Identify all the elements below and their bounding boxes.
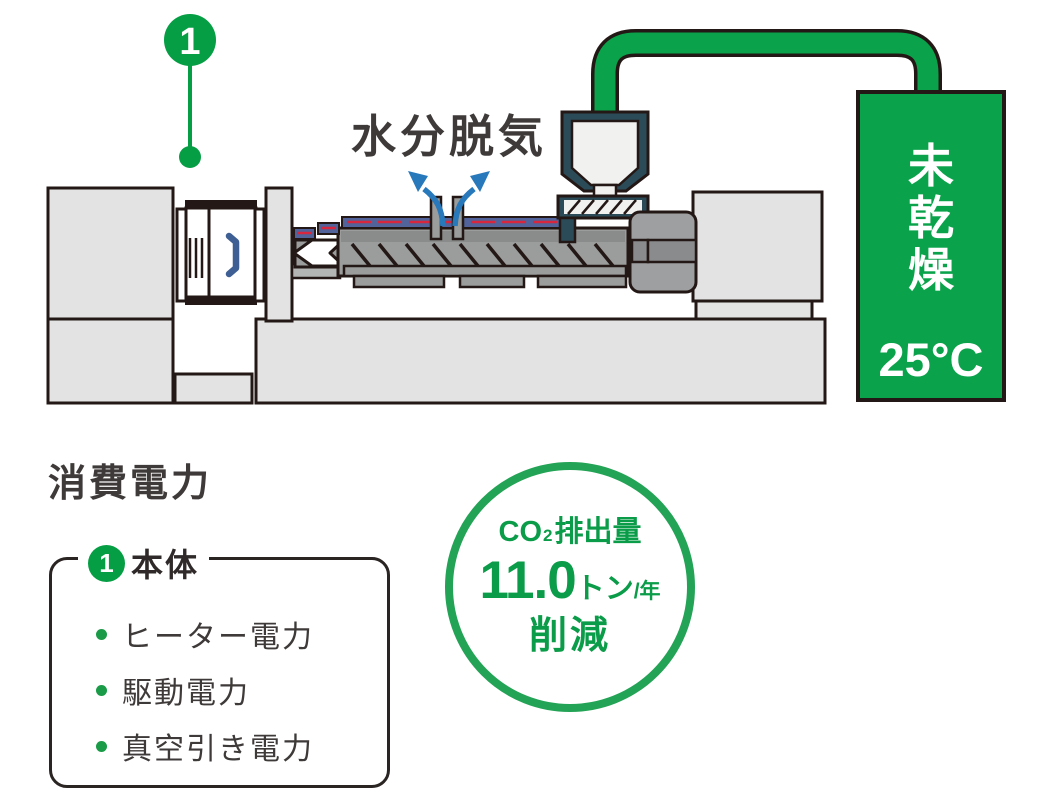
- list-item: 真空引き電力: [96, 718, 387, 774]
- molded-part: [225, 232, 240, 278]
- machine-base: [173, 317, 827, 405]
- degas-arrows-icon: [408, 171, 490, 227]
- list-item: 駆動電力: [96, 662, 387, 718]
- list-item: ヒーター電力: [96, 606, 387, 662]
- callout-1: 1: [164, 14, 216, 168]
- dryer-temperature: 25°C: [878, 333, 983, 386]
- barrel-and-screw: [336, 226, 630, 289]
- screw-drive-unit: [628, 210, 698, 294]
- power-unit-title: 本体: [131, 547, 200, 583]
- callout-1-badge: [164, 14, 216, 66]
- callout-1-anchor-dot: [179, 146, 201, 168]
- degas-label: 水分脱気: [351, 111, 547, 162]
- injection-molding-machine-diagram: 未 乾 燥 25°C: [46, 14, 1006, 405]
- co2-action-label: 削減: [528, 614, 611, 657]
- fixed-platen: [253, 207, 266, 303]
- power-unit-box: 1 本体 ヒーター電力 駆動電力 真空引き電力: [49, 540, 390, 788]
- stationary-platen-column: [264, 186, 294, 323]
- bullet-icon: [96, 628, 107, 640]
- co2-value: 11.0: [479, 550, 576, 610]
- nozzle: [290, 238, 346, 280]
- power-item-label: 駆動電力: [122, 677, 250, 710]
- bullet-icon: [96, 740, 107, 752]
- dryer-char-2: 乾: [908, 192, 954, 244]
- power-consumption-heading: 消費電力: [48, 463, 213, 505]
- hose-pipe: [591, 29, 942, 116]
- power-item-list: ヒーター電力 駆動電力 真空引き電力: [52, 560, 387, 774]
- unit-1-badge: 1: [88, 544, 125, 582]
- power-item-label: ヒーター電力: [122, 621, 314, 654]
- power-unit-box-label: 1 本体: [78, 540, 210, 586]
- co2-emission-suffix: 排出量: [554, 515, 642, 548]
- dryer-char-3: 燥: [908, 244, 955, 296]
- mold-unit: [175, 200, 266, 305]
- co2-gas-text: CO: [498, 515, 543, 548]
- clamp-end-block: [46, 186, 175, 405]
- dryer-char-1: 未: [908, 140, 954, 192]
- callout-1-number: 1: [179, 21, 200, 63]
- undried-material-box: 未 乾 燥 25°C: [856, 90, 1006, 402]
- moving-platen: [175, 207, 188, 303]
- power-item-label: 真空引き電力: [122, 733, 314, 766]
- co2-gas-subscript: 2: [543, 525, 553, 545]
- bullet-icon: [96, 684, 107, 696]
- co2-unit: トン: [575, 572, 634, 605]
- co2-per-year: /年: [633, 579, 661, 603]
- injection-end-block: [691, 190, 824, 321]
